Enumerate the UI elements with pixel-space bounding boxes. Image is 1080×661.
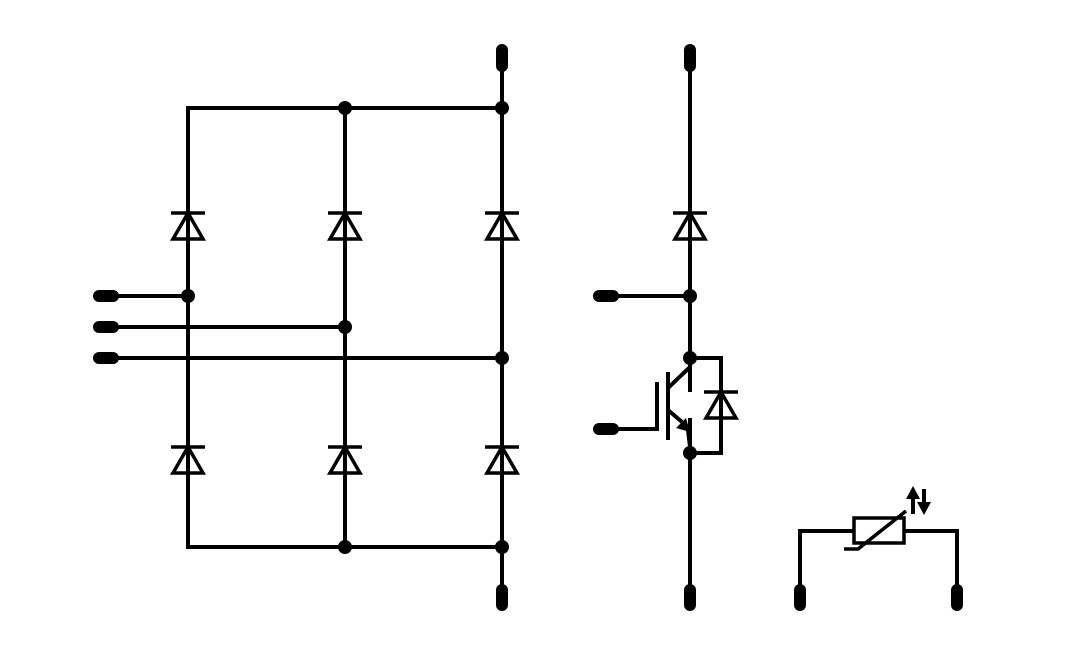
temperature-arrows-icon [906, 486, 931, 515]
diode-upper-1 [169, 209, 207, 241]
diode-upper-3 [483, 209, 521, 241]
junction-dot [683, 351, 697, 365]
diode-upper-2 [326, 209, 364, 241]
junction-dot [495, 101, 509, 115]
brake-chopper [593, 44, 740, 611]
thermistor-body [852, 516, 906, 545]
igbt-transistor [612, 360, 692, 448]
chopper-diode [671, 209, 709, 241]
junction-dot [338, 320, 352, 334]
diode-lower-3 [483, 443, 521, 475]
junction-dot [181, 289, 195, 303]
rectifier-bridge [93, 44, 521, 611]
rectifier-junctions [181, 101, 509, 554]
ntc-thermistor [794, 486, 963, 611]
junction-dot [495, 351, 509, 365]
diode-lower-2 [326, 443, 364, 475]
junction-dot [683, 446, 697, 460]
chopper-wiring [605, 60, 723, 595]
junction-dot [338, 101, 352, 115]
thermistor-wiring [798, 529, 959, 592]
junction-dot [495, 540, 509, 554]
rectifier-wiring [105, 60, 504, 595]
freewheeling-diode [702, 388, 740, 420]
junction-dot [683, 289, 697, 303]
thermistor-slash [844, 509, 908, 551]
emitter-arrow [676, 418, 690, 432]
chopper-junctions [683, 289, 697, 460]
junction-dot [338, 540, 352, 554]
diode-lower-1 [169, 443, 207, 475]
